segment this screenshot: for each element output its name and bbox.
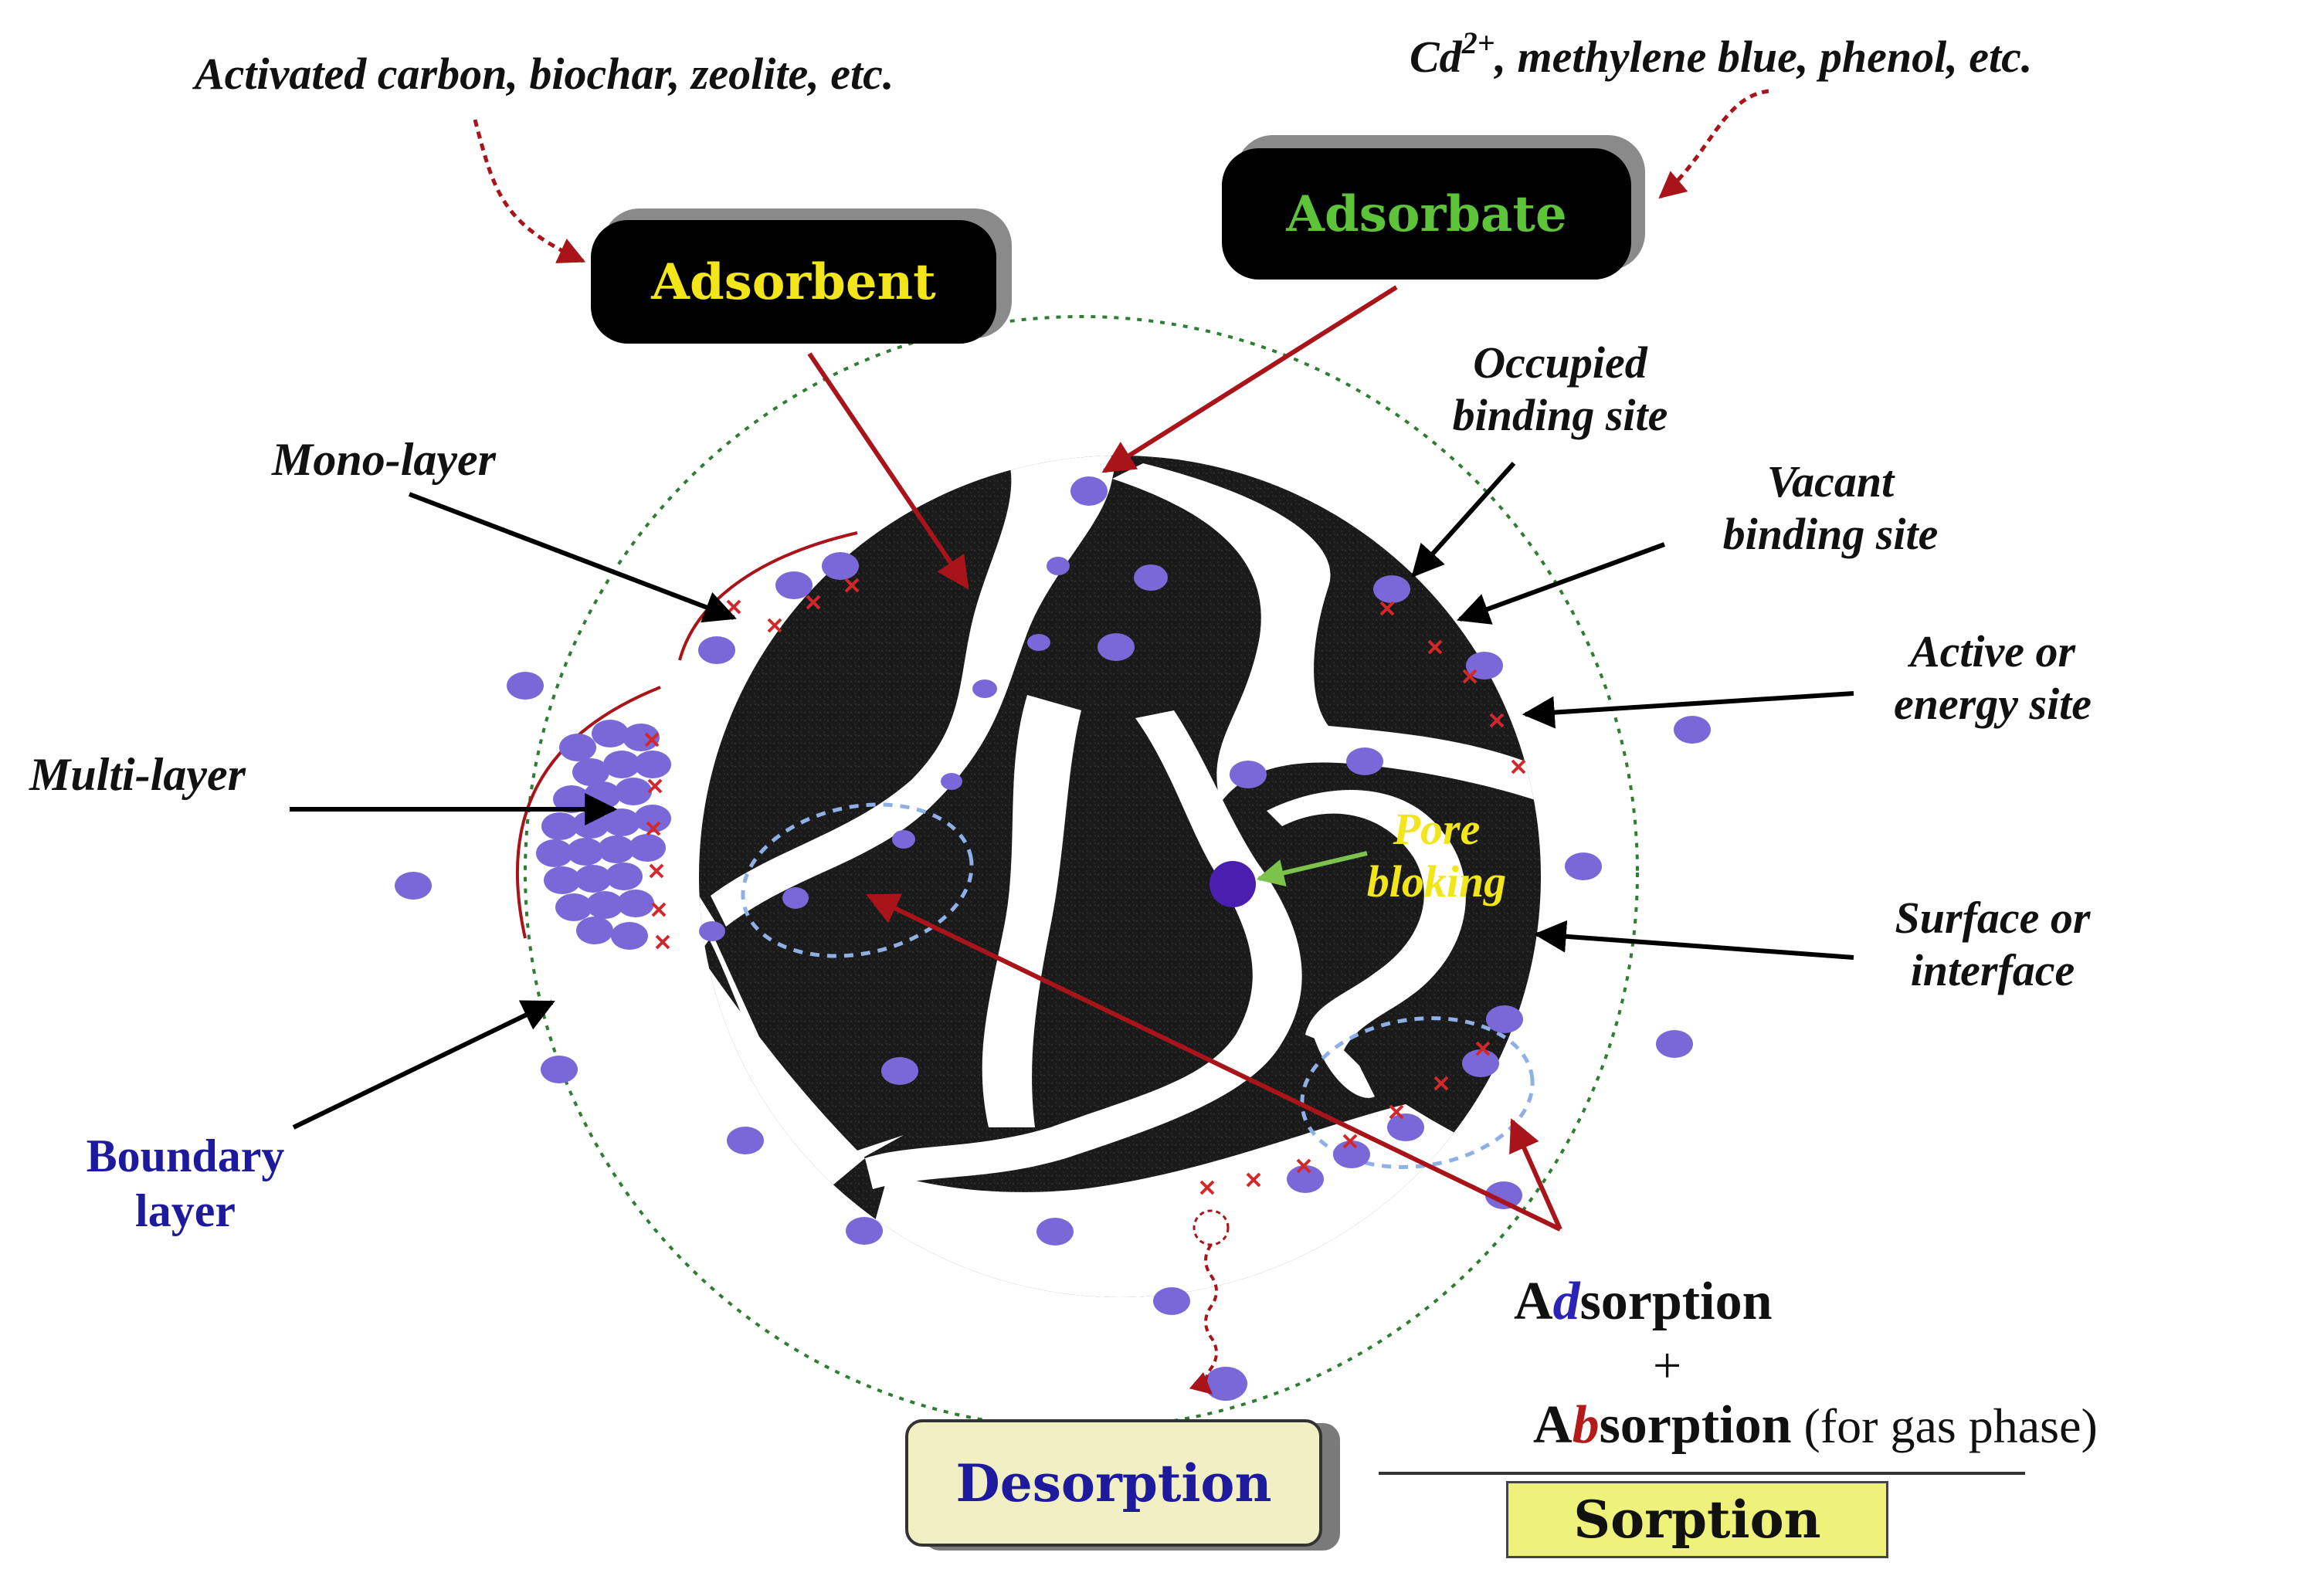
adsorption-rest: sorption — [1579, 1272, 1773, 1331]
vacant-site-label: Vacant binding site — [1661, 456, 2000, 561]
pore-blocking-molecule — [1209, 861, 1256, 907]
pore-entry-ellipse — [741, 802, 974, 958]
active-line2: energy site — [1893, 679, 2092, 730]
active-site-label: Active or energy site — [1838, 625, 2147, 731]
absorption-note: (for gas phase) — [1791, 1398, 2098, 1453]
pore-blocking-label: Pore bloking — [1344, 803, 1529, 909]
monolayer-label: Mono-layer — [272, 434, 496, 485]
occupied-line2: binding site — [1452, 390, 1668, 441]
adsorbate-examples-label: Cd2+, methylene blue, phenol, etc. — [1410, 25, 2033, 83]
adsorbate-examples-rest: , methylene blue, phenol, etc. — [1494, 32, 2033, 82]
adsorbate-label: Adsorbate — [1286, 185, 1567, 243]
boundary-line2: layer — [135, 1185, 236, 1236]
boundary-layer-label: Boundary layer — [39, 1129, 332, 1239]
active-arrow — [1522, 691, 1854, 729]
monolayer-arc — [678, 531, 858, 661]
desorption-box: Desorption — [905, 1419, 1322, 1547]
boundary-line1: Boundary — [86, 1130, 285, 1181]
adsorption-arrow-pore — [866, 893, 1562, 1232]
vacant-line1: Vacant — [1766, 456, 1895, 507]
pointer-arrows — [290, 461, 1854, 1130]
adsorbate-examples-sup: 2+ — [1461, 25, 1495, 60]
adsorbate-examples-prefix: Cd — [1410, 32, 1462, 82]
surface-ellipse — [1300, 1016, 1535, 1169]
adsorption-label: Adsorption — [1514, 1270, 1773, 1334]
surface-arrow — [1533, 920, 1854, 960]
occupied-site-label: Occupied binding site — [1390, 337, 1730, 442]
sorption-label: Sorption — [1573, 1490, 1821, 1550]
occupied-arrow — [1411, 461, 1516, 578]
absorption-rest: sorption — [1599, 1395, 1792, 1455]
surface-line2: interface — [1910, 945, 2075, 996]
binding-site-marks — [644, 578, 1526, 1195]
monolayer-arrow — [408, 492, 737, 623]
vacant-arrow — [1457, 542, 1666, 625]
desorption-label: Desorption — [955, 1452, 1272, 1513]
pore-line2: bloking — [1366, 856, 1507, 907]
adsorption-A: A — [1514, 1272, 1553, 1331]
adsorbent-label: Adsorbent — [651, 252, 936, 311]
desorption-wavy-arrow — [1189, 1243, 1218, 1395]
multilayer-arc — [515, 686, 661, 939]
vacant-line2: binding site — [1722, 509, 1939, 560]
adsorption-d: d — [1552, 1272, 1580, 1331]
multilayer-label: Multi-layer — [29, 749, 246, 800]
adsorbate-molecules — [395, 476, 1711, 1401]
plus-sign: + — [1653, 1337, 1682, 1394]
absorption-A: A — [1533, 1395, 1573, 1455]
sorption-box: Sorption — [1506, 1481, 1888, 1558]
active-line1: Active or — [1909, 626, 2076, 676]
boundary-arrow — [292, 1000, 555, 1130]
adsorbate-examples-arrow — [1658, 89, 1769, 199]
adsorbate-pill: Adsorbate — [1222, 148, 1631, 280]
surface-label: Surface or interface — [1838, 892, 2147, 998]
adsorbent-pill: Adsorbent — [591, 220, 996, 344]
pore-blocking-arrow — [1256, 851, 1368, 887]
adsorption-arrow-surface — [1509, 1118, 1562, 1231]
absorption-b: b — [1572, 1395, 1600, 1455]
surface-line1: Surface or — [1895, 893, 2091, 943]
pore-line1: Pore — [1393, 804, 1481, 854]
adsorbent-examples-label: Activated carbon, biochar, zeolite, etc. — [195, 49, 894, 99]
adsorbent-arrow — [807, 352, 969, 590]
desorbed-site-empty — [1193, 1209, 1230, 1246]
adsorbate-arrow — [1101, 285, 1398, 473]
absorption-label: Absorption (for gas phase) — [1533, 1394, 2098, 1458]
adsorbent-examples-arrow — [473, 119, 586, 263]
occupied-line1: Occupied — [1473, 337, 1647, 388]
red-arrows — [807, 285, 1562, 1232]
